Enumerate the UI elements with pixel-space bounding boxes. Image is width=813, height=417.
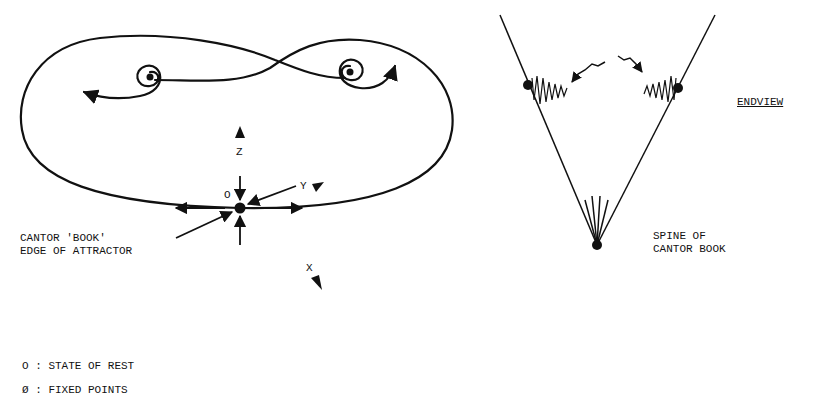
- book-page: [500, 15, 597, 245]
- book-page: [597, 15, 715, 245]
- left-spiral: [84, 66, 160, 98]
- legend-note: O : STATE OF REST: [22, 360, 134, 373]
- fixed-point: [347, 69, 354, 76]
- book-spine: [592, 240, 602, 250]
- fixed-point: [147, 74, 154, 81]
- rest-point: [235, 203, 246, 214]
- point-label: O: [224, 189, 231, 202]
- stable-arrow: [239, 216, 241, 245]
- spine-label: SPINE OF CANTOR BOOK: [653, 230, 737, 256]
- trajectory-arrow: [618, 56, 642, 72]
- view-label: ENDVIEW: [737, 96, 783, 109]
- trajectory-arrow: [572, 62, 605, 82]
- axis-arrowhead: [235, 126, 245, 138]
- stable-arrow: [248, 186, 296, 204]
- axis-label: Y: [300, 180, 307, 193]
- axis-label: X: [306, 262, 313, 275]
- cantor-layers: [644, 76, 676, 102]
- unstable-arrow: [255, 207, 302, 209]
- legend-note: Ø : FIXED POINTS: [22, 384, 128, 397]
- attractor-outline: [21, 36, 453, 208]
- unstable-arrow: [176, 207, 225, 209]
- attractor-label: CANTOR 'BOOK' EDGE OF ATTRACTOR: [20, 232, 138, 258]
- book-page: [597, 200, 608, 245]
- right-spiral: [340, 60, 395, 89]
- axis-arrowhead: [312, 182, 324, 192]
- stable-arrow: [239, 176, 241, 200]
- cantor-layers: [532, 76, 567, 104]
- axis-label: Z: [236, 146, 243, 159]
- fixed-point: [523, 80, 533, 90]
- axis-arrowhead: [311, 275, 322, 290]
- fixed-point: [673, 83, 683, 93]
- book-page: [592, 196, 597, 245]
- stable-arrow: [176, 212, 232, 238]
